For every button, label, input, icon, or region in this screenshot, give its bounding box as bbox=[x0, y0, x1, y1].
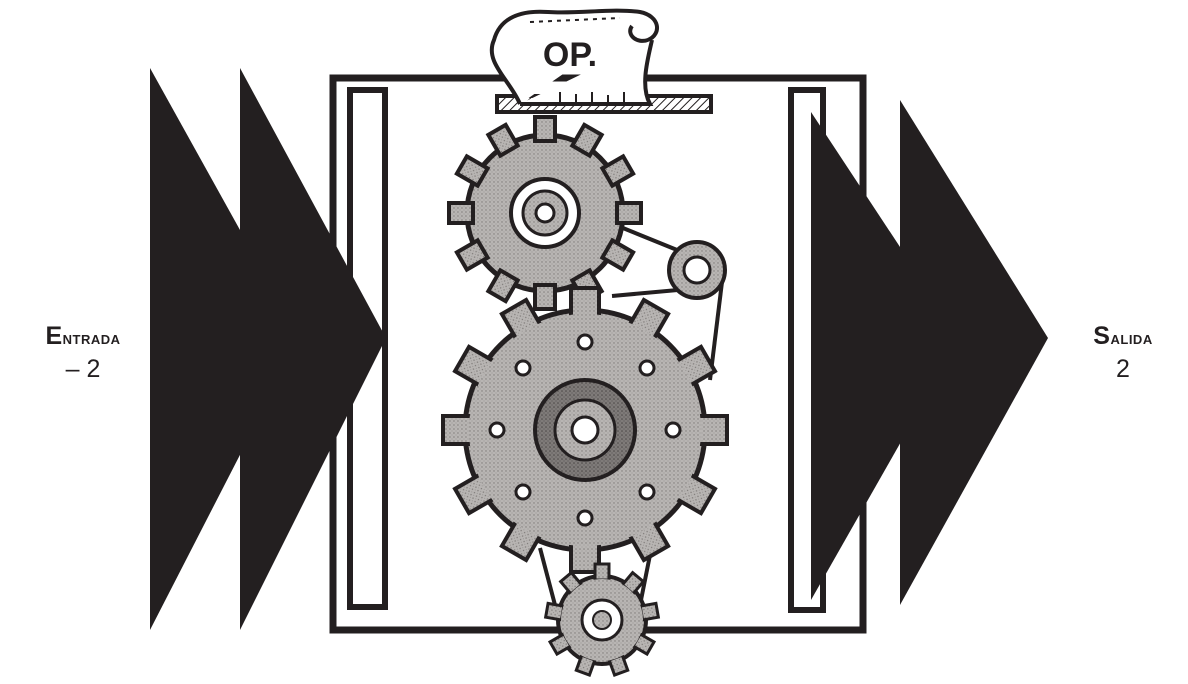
output-arrow-icon bbox=[811, 100, 1048, 605]
input-value: – 2 bbox=[18, 355, 148, 384]
gear-icon bbox=[546, 564, 659, 675]
input-label-block: Entrada – 2 bbox=[18, 322, 148, 384]
pulley-icon bbox=[669, 242, 725, 298]
output-label-block: Salida 2 bbox=[1058, 322, 1188, 384]
output-title: Salida bbox=[1058, 322, 1188, 351]
operation-label: OP. bbox=[520, 36, 620, 75]
output-value: 2 bbox=[1058, 355, 1188, 384]
input-title: Entrada bbox=[18, 322, 148, 351]
